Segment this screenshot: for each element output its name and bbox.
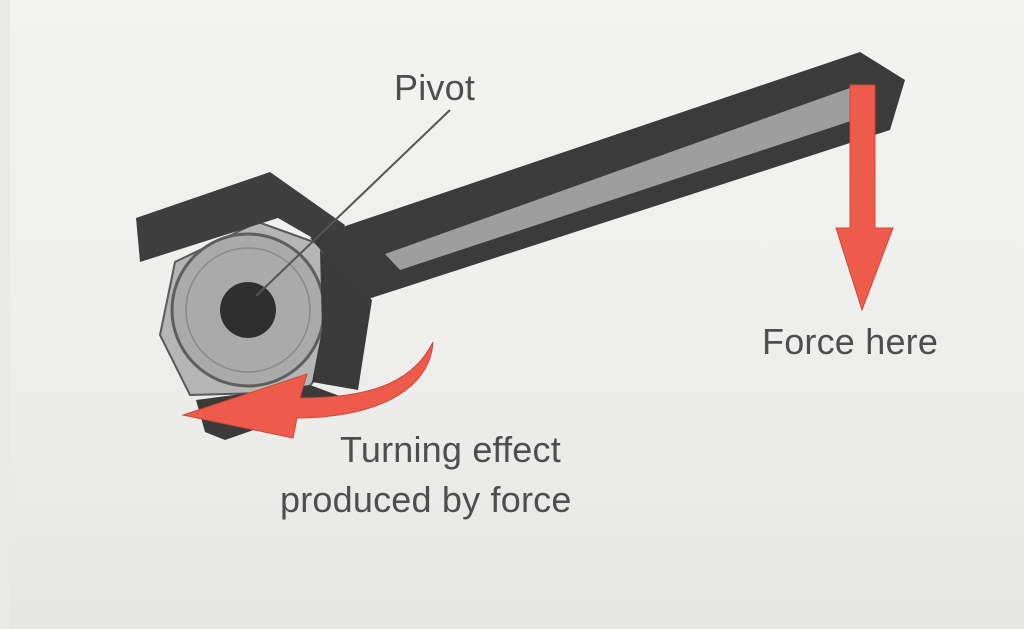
turning-effect-line-1: Turning effect (340, 429, 561, 470)
turning-effect-label: Turning effect produced by force (280, 425, 572, 525)
pivot-leader-line (255, 109, 451, 297)
nut-hole (220, 282, 276, 338)
force-label: Force here (762, 321, 939, 362)
pivot-label: Pivot (394, 67, 476, 108)
curved-arrow-icon (181, 341, 434, 439)
down-arrow-icon (835, 84, 894, 312)
turning-effect-line-2: produced by force (280, 479, 572, 520)
